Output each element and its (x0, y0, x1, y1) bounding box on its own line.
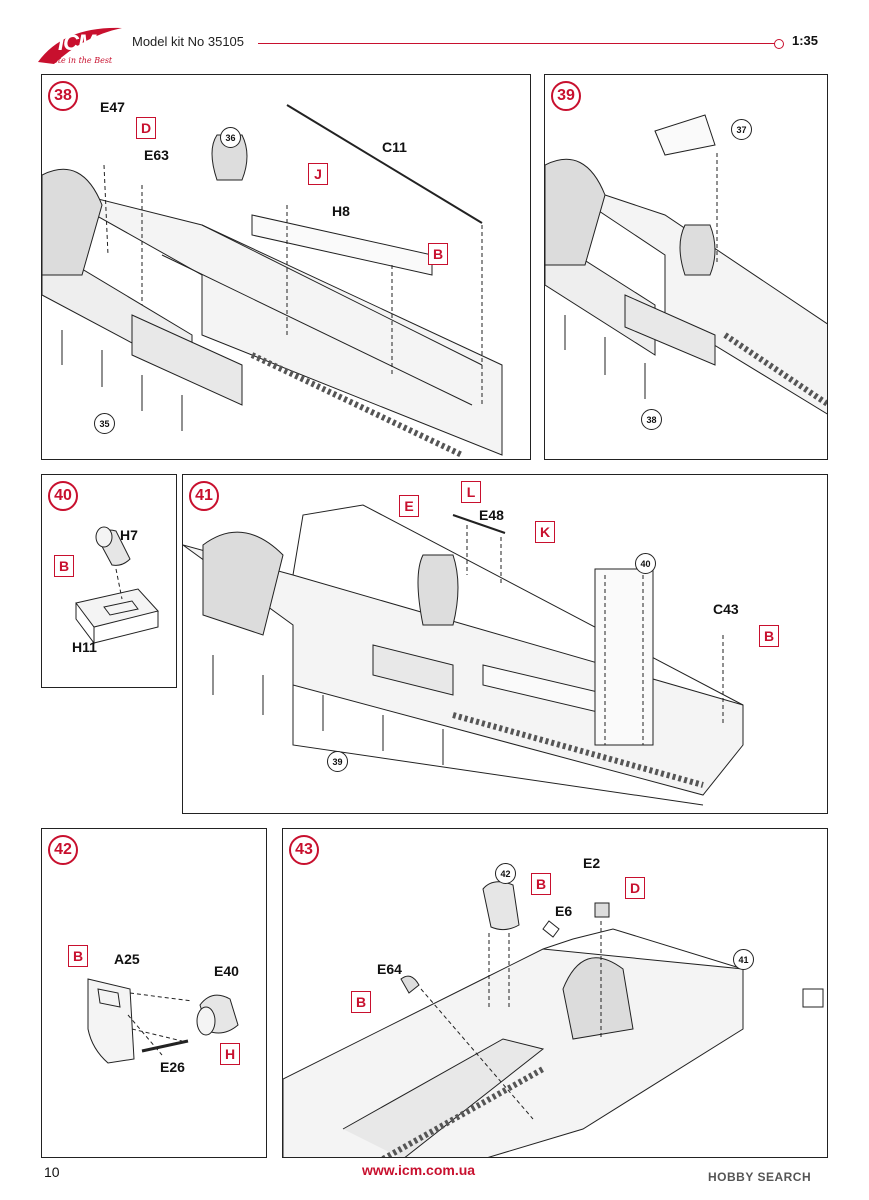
icm-logo (38, 27, 122, 64)
step-39-drawing (545, 114, 827, 415)
step-41-panel: 41 40 39 E48 C43 E L K B (182, 474, 828, 814)
website-link[interactable]: www.icm.com.ua (362, 1162, 476, 1178)
watermark-text: HOBBY SEARCH (708, 1170, 812, 1184)
part-label: H8 (332, 203, 350, 219)
part-label: C11 (382, 139, 407, 155)
step-43-drawing (283, 881, 824, 1157)
color-code-box: D (136, 117, 156, 139)
step-number-badge: 38 (48, 81, 78, 111)
color-code-box: B (68, 945, 88, 967)
step-number-badge: 40 (48, 481, 78, 511)
part-label: A25 (114, 951, 140, 967)
step-38-panel: 38 36 35 E47 E63 C11 H8 D J B (41, 74, 531, 460)
kit-scale: 1:35 (792, 33, 819, 48)
part-label: E6 (555, 903, 573, 919)
part-label: H7 (120, 527, 138, 543)
color-code-box: K (535, 521, 555, 543)
header-rule-end (774, 39, 784, 49)
step-39-panel: 39 37 38 (544, 74, 828, 460)
kit-title: Model kit No 35105 (132, 34, 245, 49)
ref-step-circle: 41 (733, 949, 754, 970)
color-code-box: B (759, 625, 779, 647)
step-38-drawing (42, 104, 503, 458)
step-number-badge: 43 (289, 835, 319, 865)
color-code-box: H (220, 1043, 240, 1065)
color-code-box: J (308, 163, 328, 185)
ref-step-circle: 37 (731, 119, 752, 140)
step-42-drawing (87, 978, 239, 1064)
color-code-box: E (399, 495, 419, 517)
step-40-drawing (75, 526, 159, 645)
step-number-badge: 42 (48, 835, 78, 865)
logo-tagline: Note in the Best (46, 56, 113, 65)
step-43-panel: 43 42 41 E2 E6 E64 B D B (282, 828, 828, 1158)
step-41-drawing (183, 504, 744, 806)
part-label: E40 (214, 963, 239, 979)
part-label: E2 (583, 855, 601, 871)
part-label: E63 (144, 147, 169, 163)
page-number: 10 (44, 1164, 60, 1180)
ref-step-circle: 35 (94, 413, 115, 434)
color-code-box: B (428, 243, 448, 265)
part-label: C43 (713, 601, 739, 617)
color-code-box: B (54, 555, 74, 577)
ref-step-circle: 40 (635, 553, 656, 574)
ref-step-circle: 38 (641, 409, 662, 430)
step-40-panel: 40 H7 H11 B (41, 474, 177, 688)
step-42-panel: 42 A25 E40 E26 B H (41, 828, 267, 1158)
ref-step-circle: 36 (220, 127, 241, 148)
step-number-badge: 39 (551, 81, 581, 111)
logo-text: ICM (58, 30, 96, 55)
ref-step-circle: 42 (495, 863, 516, 884)
color-code-box: B (531, 873, 551, 895)
step-number-badge: 41 (189, 481, 219, 511)
part-label: E47 (100, 99, 125, 115)
header-rule (258, 43, 778, 44)
part-label: E64 (377, 961, 402, 977)
color-code-box: L (461, 481, 481, 503)
part-label: H11 (72, 639, 97, 655)
color-code-box: B (351, 991, 371, 1013)
part-label: E48 (479, 507, 504, 523)
color-code-box: D (625, 877, 645, 899)
ref-step-circle: 39 (327, 751, 348, 772)
part-label: E26 (160, 1059, 185, 1075)
